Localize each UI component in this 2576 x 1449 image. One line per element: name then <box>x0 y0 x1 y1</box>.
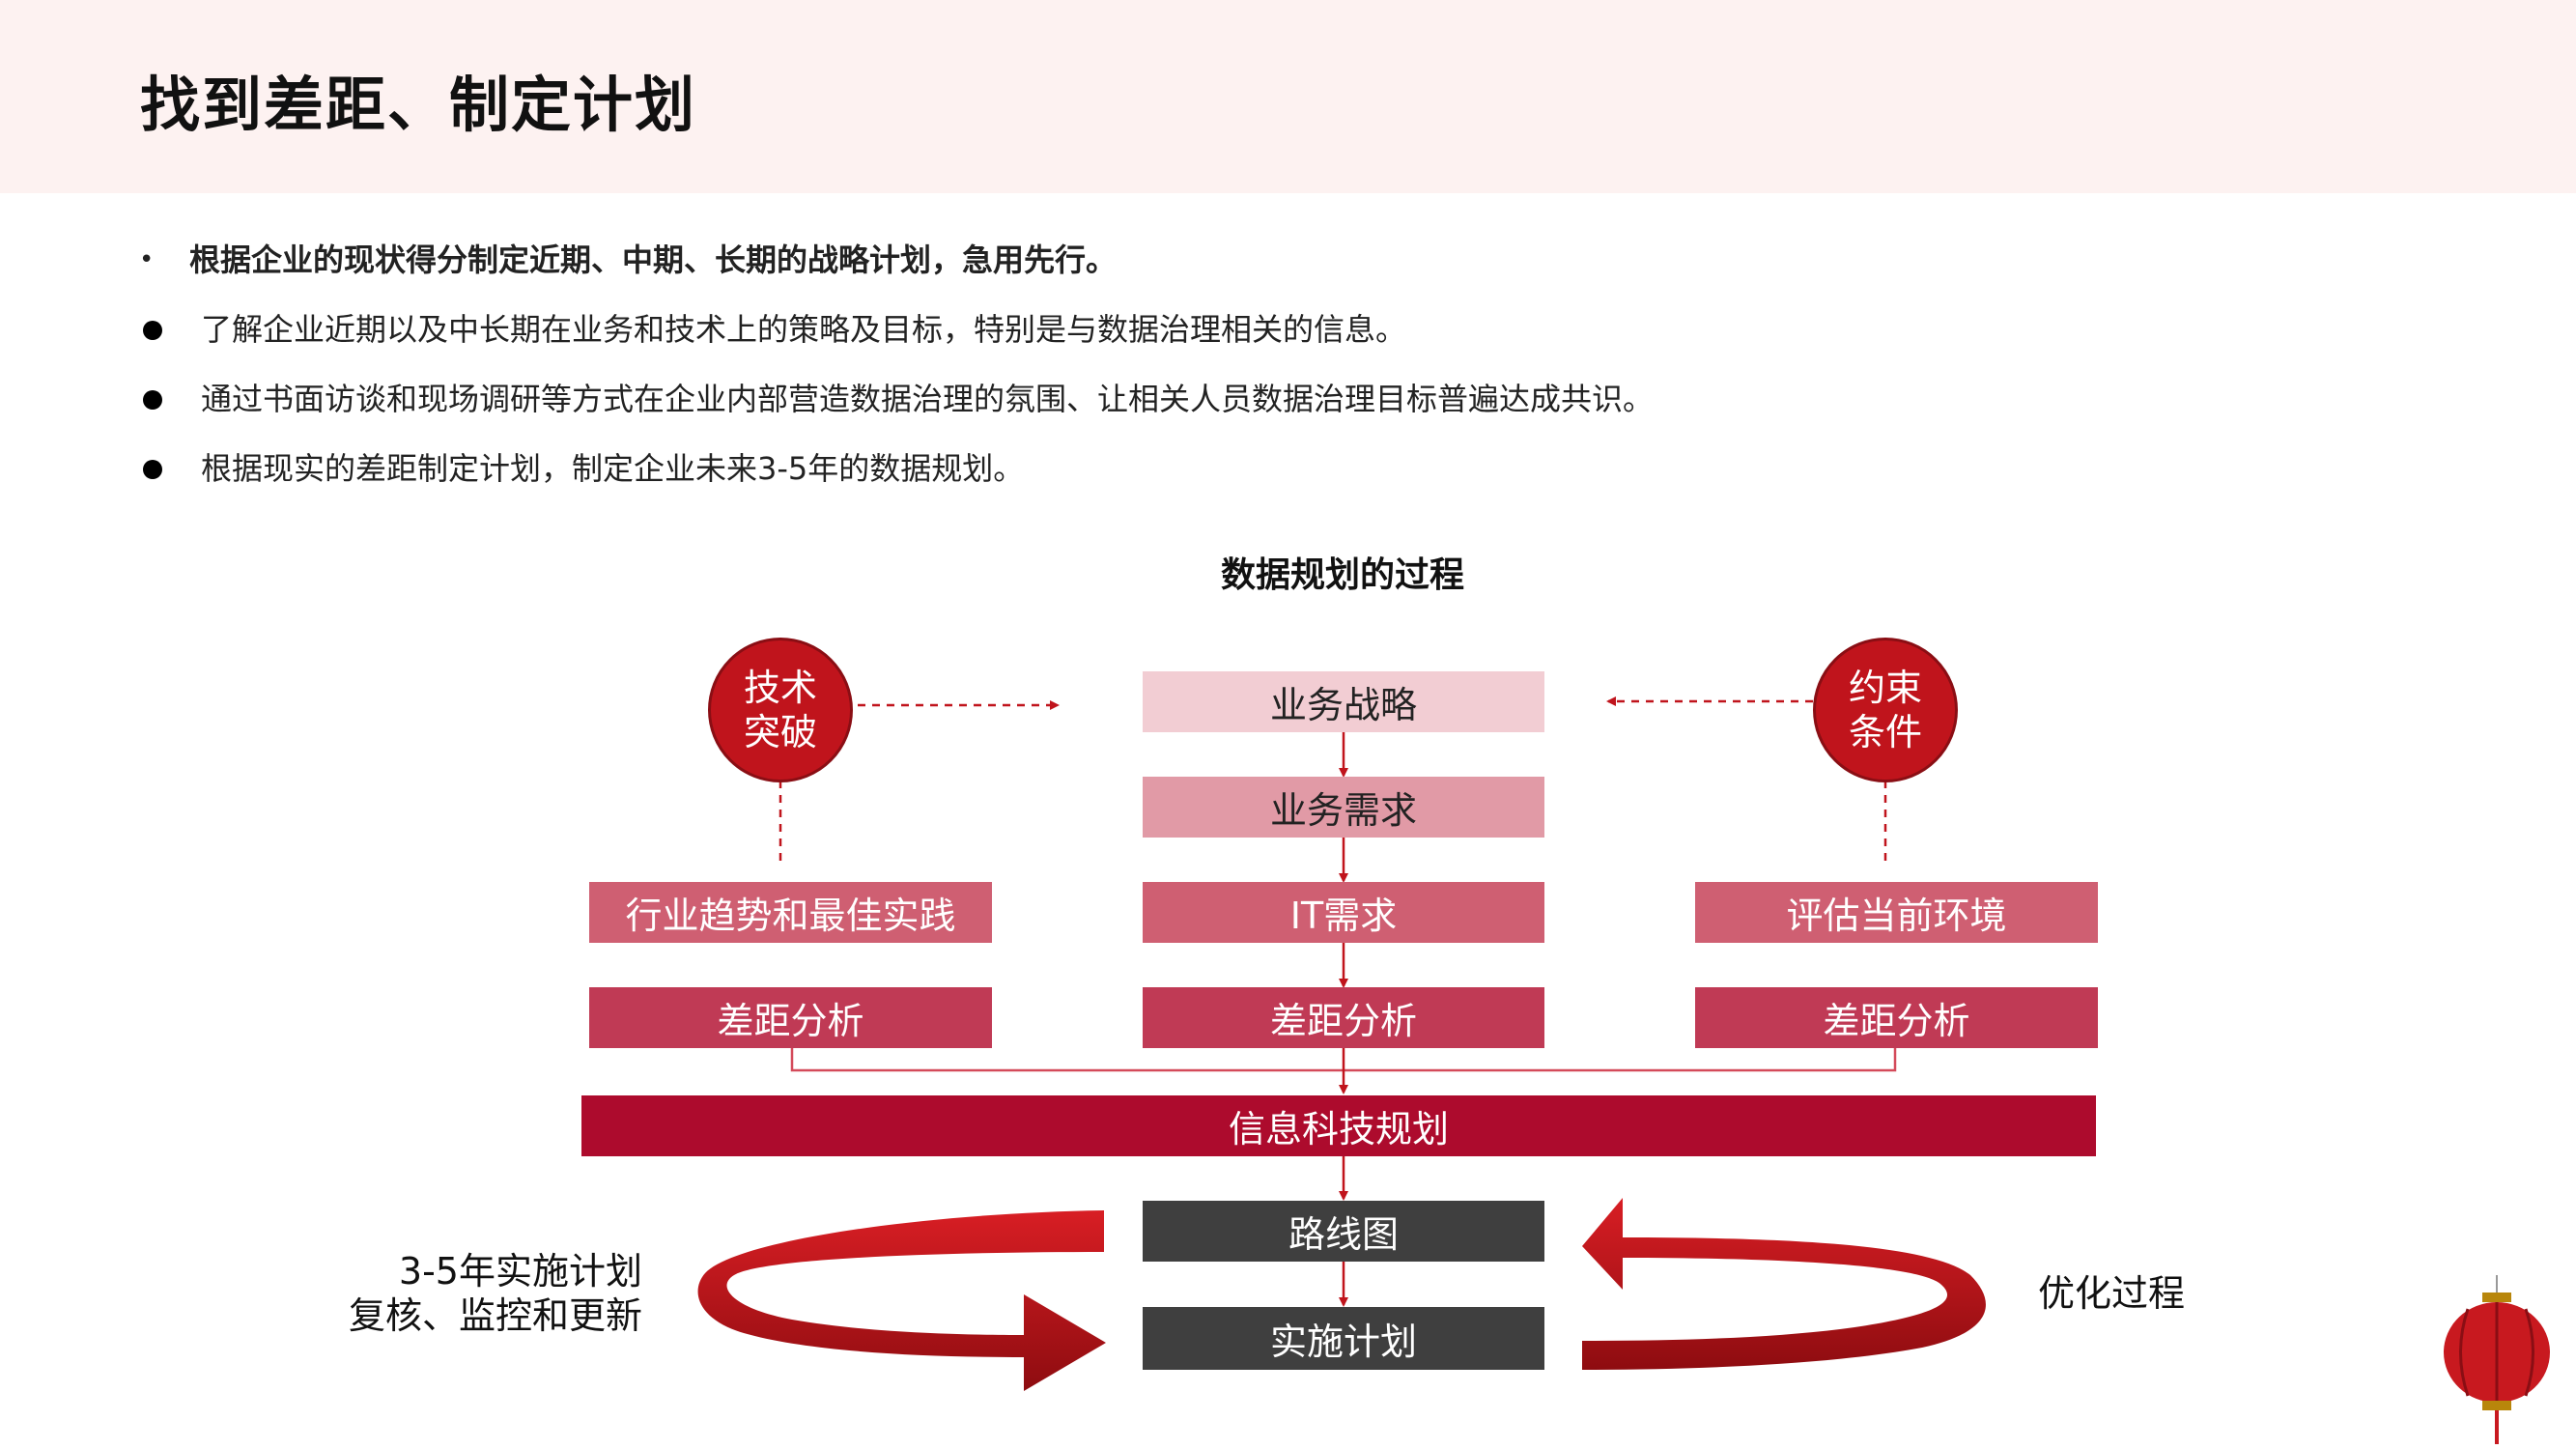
gap-analysis-center-box: 差距分析 <box>1143 987 1544 1048</box>
business-strategy-box: 业务战略 <box>1143 671 1544 732</box>
cycle-right-label: 优化过程 <box>2038 1272 2186 1315</box>
circle-text: 突破 <box>743 711 817 753</box>
list-item-text: 通过书面访谈和现场调研等方式在企业内部营造数据治理的氛围、让相关人员数据治理目标… <box>201 381 1655 417</box>
tech-breakthrough-circle: 技术 突破 <box>708 638 853 782</box>
it-needs-box: IT需求 <box>1143 882 1544 943</box>
right-cycle-arrow <box>1582 1198 1986 1370</box>
circle-text: 条件 <box>1848 711 1922 753</box>
bullet-dot-icon <box>135 376 174 422</box>
list-item-text: 根据现实的差距制定计划，制定企业未来3-5年的数据规划。 <box>201 450 1025 487</box>
list-item-text: 了解企业近期以及中长期在业务和技术上的策略及目标，特别是与数据治理相关的信息。 <box>201 311 1407 348</box>
bullet-marker: • <box>139 245 155 274</box>
left-cycle-arrow <box>697 1210 1106 1391</box>
constraints-circle: 约束 条件 <box>1813 638 1958 782</box>
lantern-icon <box>2444 1275 2550 1444</box>
assess-environment-box: 评估当前环境 <box>1695 882 2098 943</box>
list-item: 了解企业近期以及中长期在业务和技术上的策略及目标，特别是与数据治理相关的信息。 <box>135 306 2357 376</box>
business-needs-box: 业务需求 <box>1143 777 1544 838</box>
circle-text: 技术 <box>743 667 817 709</box>
gap-analysis-right-box: 差距分析 <box>1695 987 2098 1048</box>
cycle-left-label: 3-5年实施计划 复核、监控和更新 <box>328 1249 642 1338</box>
roadmap-box: 路线图 <box>1143 1201 1544 1262</box>
implementation-plan-box: 实施计划 <box>1143 1307 1544 1370</box>
circle-text: 约束 <box>1848 667 1922 709</box>
diagram-title: 数据规划的过程 <box>1220 555 1464 595</box>
lead-bullet-text: 根据企业的现状得分制定近期、中期、长期的战略计划，急用先行。 <box>189 242 1118 278</box>
page-title: 找到差距、制定计划 <box>140 70 697 140</box>
industry-trends-box: 行业趋势和最佳实践 <box>589 882 992 943</box>
cycle-left-label-line: 3-5年实施计划 <box>398 1250 642 1293</box>
bullet-dot-icon <box>135 445 174 492</box>
gap-analysis-left-box: 差距分析 <box>589 987 992 1048</box>
list-item: 根据现实的差距制定计划，制定企业未来3-5年的数据规划。 <box>135 445 2357 515</box>
header-band <box>0 0 2576 193</box>
it-planning-bar: 信息科技规划 <box>581 1095 2096 1156</box>
bullet-dot-icon <box>135 306 174 353</box>
list-item: 通过书面访谈和现场调研等方式在企业内部营造数据治理的氛围、让相关人员数据治理目标… <box>135 376 2357 445</box>
cycle-left-label-line: 复核、监控和更新 <box>348 1294 642 1337</box>
lead-bullet: • 根据企业的现状得分制定近期、中期、长期的战略计划，急用先行。 <box>135 237 2357 306</box>
bullet-list: • 根据企业的现状得分制定近期、中期、长期的战略计划，急用先行。 了解企业近期以… <box>135 237 2357 515</box>
